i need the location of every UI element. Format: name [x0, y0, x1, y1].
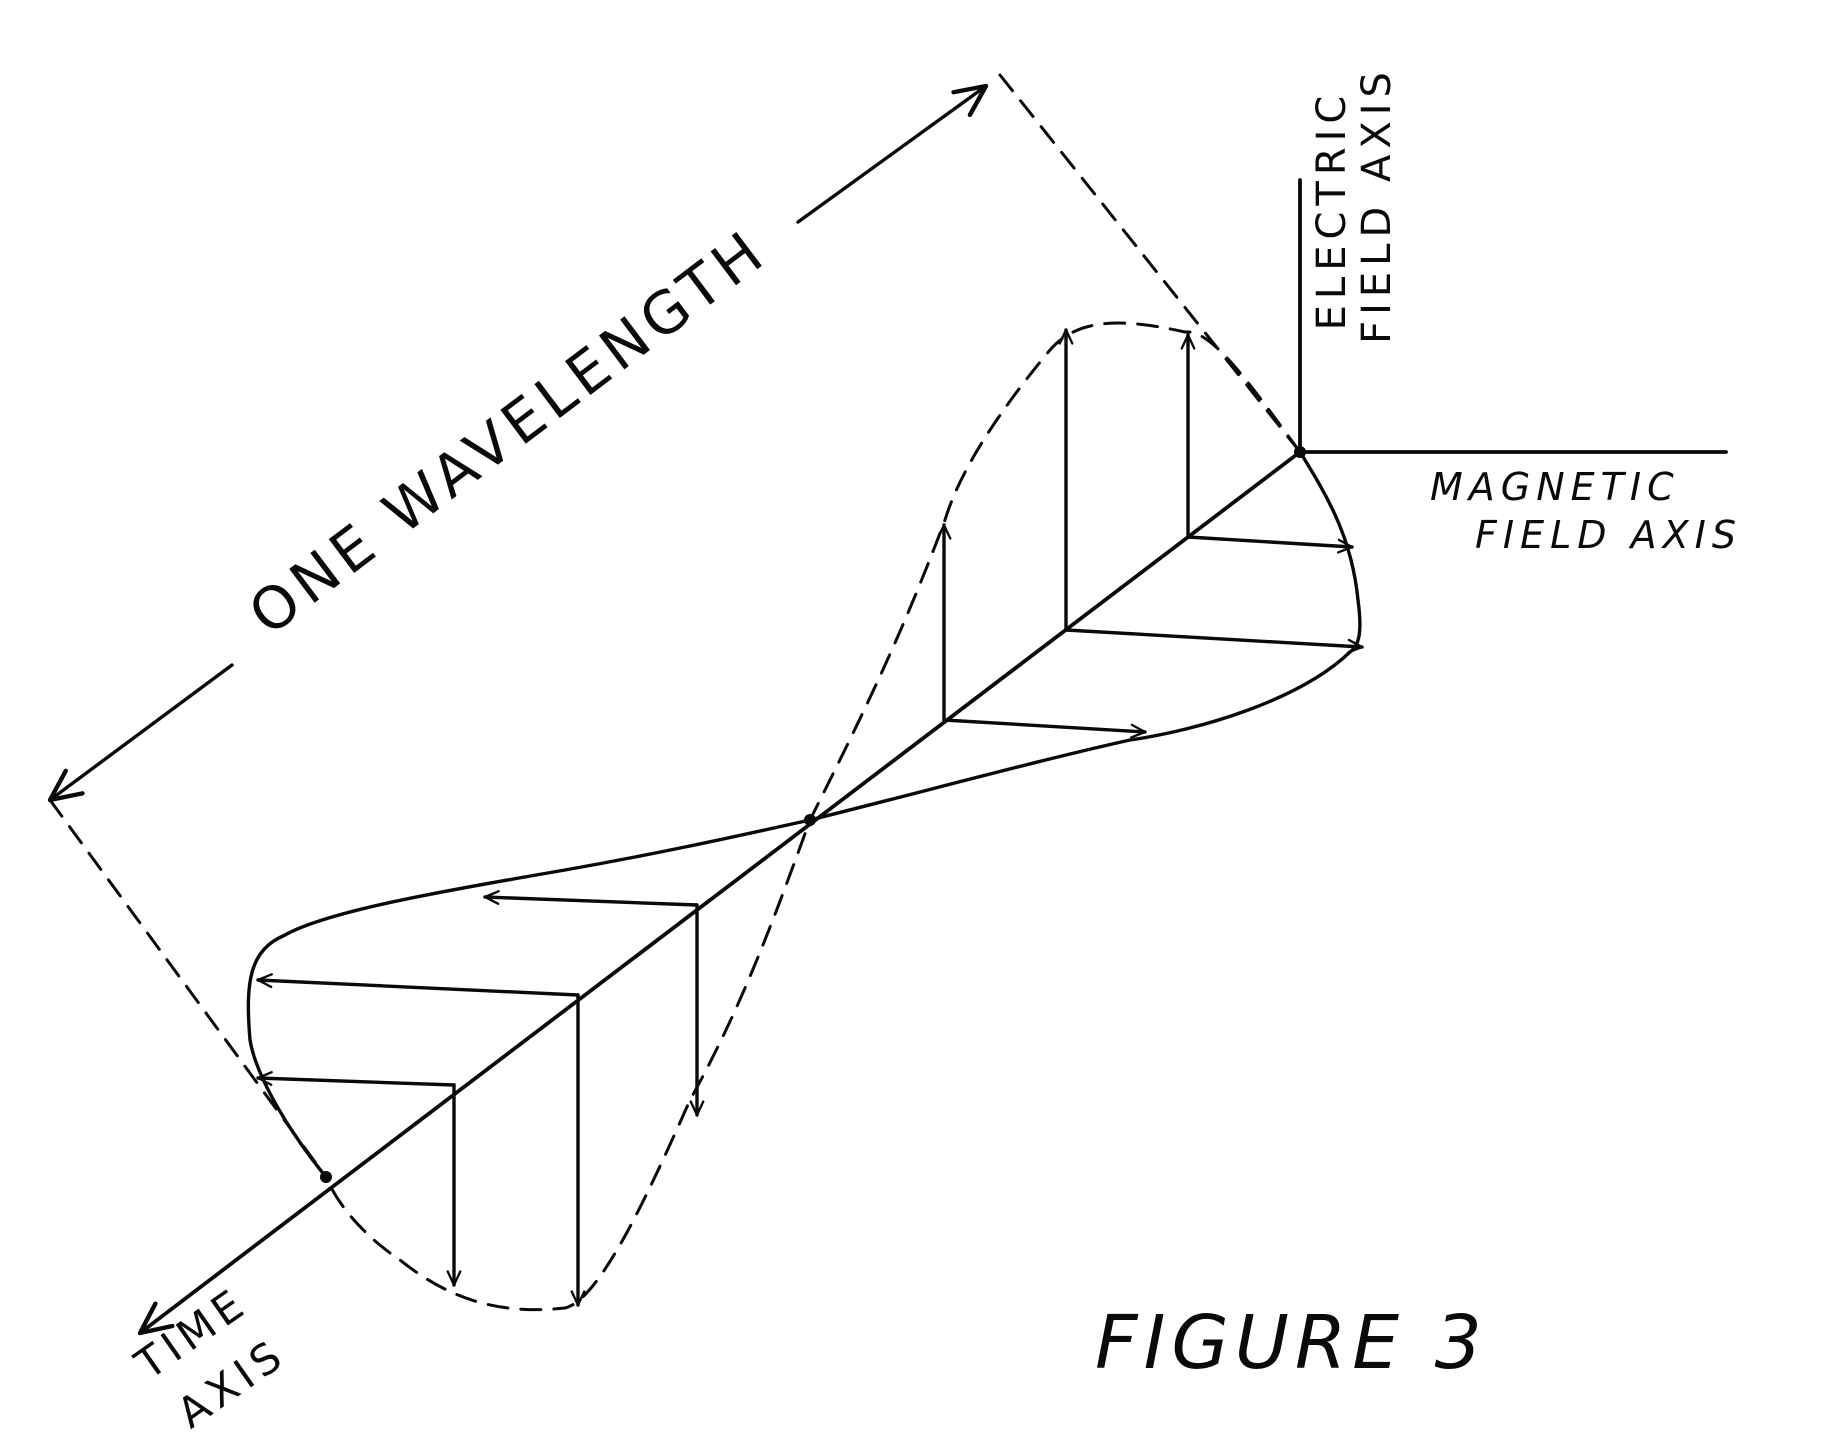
magnetic-vector	[942, 718, 1147, 739]
wavelength-dimension: ONE WAVELENGTH	[47, 73, 1302, 1179]
magnetic-axis-label: MAGNETIC FIELD AXIS	[1430, 465, 1742, 557]
magnetic-axis-label-line1: MAGNETIC	[1430, 465, 1680, 509]
time-axis	[137, 450, 1302, 1336]
axes	[137, 178, 1728, 1336]
magnetic-field-wave	[246, 450, 1362, 1179]
figure-label: FIGURE 3	[1095, 1300, 1488, 1386]
time-axis-label: TIME AXIS	[126, 1277, 295, 1438]
magnetic-vector	[256, 1071, 456, 1087]
wavelength-extension-line-bottom	[48, 798, 328, 1179]
magnetic-vector	[1064, 628, 1364, 654]
magnetic-vector	[483, 890, 699, 907]
wavelength-arrow-lower	[47, 663, 234, 803]
electric-axis-label-line1: ELECTRIC	[1309, 90, 1355, 331]
magnetic-axis-label-line2: FIELD AXIS	[1475, 513, 1742, 557]
magnetic-vector	[1186, 535, 1354, 554]
magnetic-field-vectors	[256, 535, 1364, 1087]
magnetic-vector	[256, 973, 580, 997]
electric-axis-label: ELECTRIC FIELD AXIS	[1309, 66, 1400, 344]
electric-axis-label-line2: FIELD AXIS	[1354, 66, 1400, 344]
wavelength-extension-line-top	[998, 73, 1302, 454]
electric-field-vectors	[446, 328, 1196, 1307]
wavelength-label: ONE WAVELENGTH	[236, 216, 779, 649]
wavelength-arrow-upper	[796, 83, 989, 224]
